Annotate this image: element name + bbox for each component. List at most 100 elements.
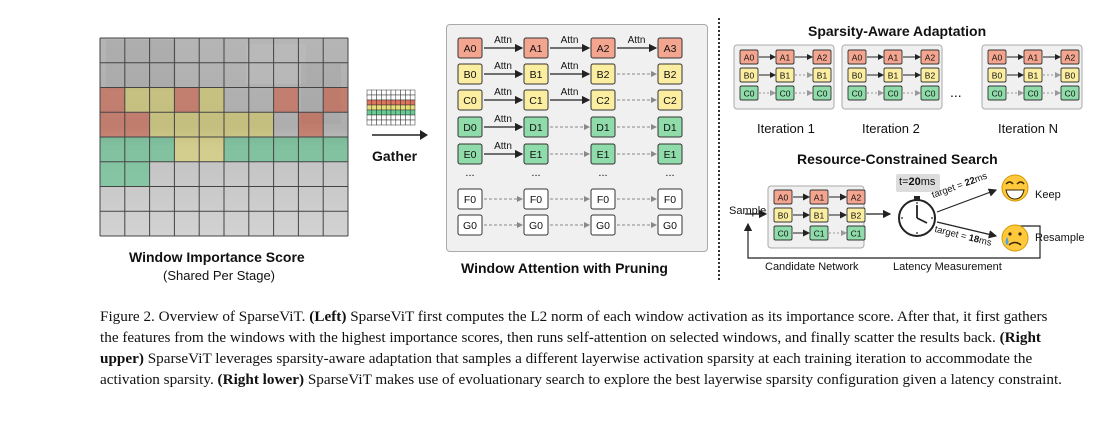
window-token-box <box>920 67 940 83</box>
ellipsis-label: ... <box>465 167 474 179</box>
window-token-label: G0 <box>663 220 677 232</box>
window-token-label: A2 <box>817 53 828 63</box>
importance-window-cell <box>124 112 150 137</box>
gathered-window-cell <box>405 89 411 96</box>
window-token-box <box>775 67 795 83</box>
window-token-box <box>657 89 683 111</box>
time-badge-text: t=20ms <box>899 176 936 188</box>
importance-window-cell <box>298 211 324 236</box>
importance-window-cell <box>149 38 175 63</box>
importance-window-cell <box>224 38 249 63</box>
gathered-window-cell <box>381 109 387 116</box>
importance-window-cell <box>273 38 299 63</box>
gathered-window-cell <box>395 99 401 106</box>
importance-window-cell <box>149 112 175 137</box>
importance-window-cell <box>224 87 249 113</box>
window-token-label: A2 <box>597 43 610 55</box>
importance-window-cell <box>149 186 175 212</box>
gathered-window-cell <box>395 104 401 111</box>
gathered-window-cell <box>400 114 406 121</box>
importance-window-cell <box>199 211 224 236</box>
gathered-window-cell <box>381 99 387 106</box>
importance-window-cell <box>100 211 125 236</box>
gathered-window-cell <box>371 104 377 111</box>
importance-window-cell <box>124 161 150 187</box>
attn-label: Attn <box>561 87 579 98</box>
window-token-box <box>920 85 940 101</box>
gathered-window-cell <box>371 94 377 101</box>
window-token-label: C0 <box>925 89 936 99</box>
ellipsis-label: ... <box>665 167 674 179</box>
window-token-box <box>1023 67 1043 83</box>
window-token-box <box>846 225 866 241</box>
keep-label: Keep <box>1035 189 1061 201</box>
importance-window-cell <box>248 38 274 63</box>
window-token-label: B1 <box>780 71 791 81</box>
importance-window-cell <box>298 38 324 63</box>
window-token-label: D1 <box>596 122 610 134</box>
attn-label: Attn <box>494 87 512 98</box>
attn-label: Attn <box>494 114 512 125</box>
gathered-window-cell <box>376 99 382 106</box>
gathered-window-cell <box>390 89 397 96</box>
attention-panel <box>446 24 708 252</box>
window-token-label: A0 <box>744 53 755 63</box>
window-token-box <box>987 85 1007 101</box>
gathered-window-cell <box>395 114 401 121</box>
window-token-box <box>590 143 616 165</box>
importance-window-cell <box>298 112 324 137</box>
window-token-box <box>457 188 483 210</box>
window-token-label: B0 <box>992 71 1003 81</box>
window-token-box <box>987 67 1007 83</box>
importance-window-cell <box>199 112 224 137</box>
importance-window-cell <box>298 87 324 113</box>
importance-window-cell <box>100 87 125 113</box>
sad-emoji-icon <box>1001 224 1029 252</box>
importance-window-cell <box>174 211 200 236</box>
window-token-box <box>657 37 683 59</box>
importance-window-cell <box>174 137 200 162</box>
window-token-label: A0 <box>992 53 1003 63</box>
right-upper-title: Sparsity-Aware Adaptation <box>808 23 987 39</box>
caption-right-upper-text: SparseViT leverages sparsity-aware adapt… <box>100 350 1033 388</box>
window-token-box <box>590 89 616 111</box>
importance-window-cell <box>124 137 150 162</box>
time-badge <box>896 174 940 192</box>
window-token-label: B2 <box>597 69 610 81</box>
ellipsis-label: ... <box>531 167 540 179</box>
window-token-label: C0 <box>744 89 755 99</box>
window-token-box <box>523 89 549 111</box>
importance-window-cell <box>124 87 150 113</box>
window-token-label: C1 <box>814 229 825 239</box>
importance-window-cell <box>100 186 125 212</box>
importance-window-cell <box>124 186 150 212</box>
window-token-label: B0 <box>852 71 863 81</box>
importance-window-cell <box>224 137 249 162</box>
importance-window-cell <box>273 87 299 113</box>
importance-window-cell <box>273 161 299 187</box>
window-token-label: A2 <box>925 53 936 63</box>
gathered-window-cell <box>405 114 411 121</box>
importance-window-cell <box>100 137 125 162</box>
window-token-label: F0 <box>530 194 542 206</box>
importance-window-cell <box>323 211 348 236</box>
window-token-label: B0 <box>744 71 755 81</box>
gather-arrow-icon <box>372 130 428 140</box>
gathered-window-cell <box>366 89 373 96</box>
gathered-window-cell <box>366 99 373 106</box>
window-token-box <box>657 214 683 236</box>
window-token-label: B0 <box>778 211 789 221</box>
left-title: Window Importance Score <box>129 249 305 265</box>
window-token-label: C1 <box>529 95 543 107</box>
window-token-box <box>457 63 483 85</box>
window-token-box <box>773 225 793 241</box>
window-token-label: B1 <box>530 69 543 81</box>
gathered-window-cell <box>400 109 406 116</box>
window-token-box <box>773 189 793 205</box>
window-token-box <box>847 85 867 101</box>
importance-window-cell <box>199 186 224 212</box>
gathered-window-cell <box>385 104 392 111</box>
window-token-box <box>457 89 483 111</box>
window-token-label: A0 <box>852 53 863 63</box>
